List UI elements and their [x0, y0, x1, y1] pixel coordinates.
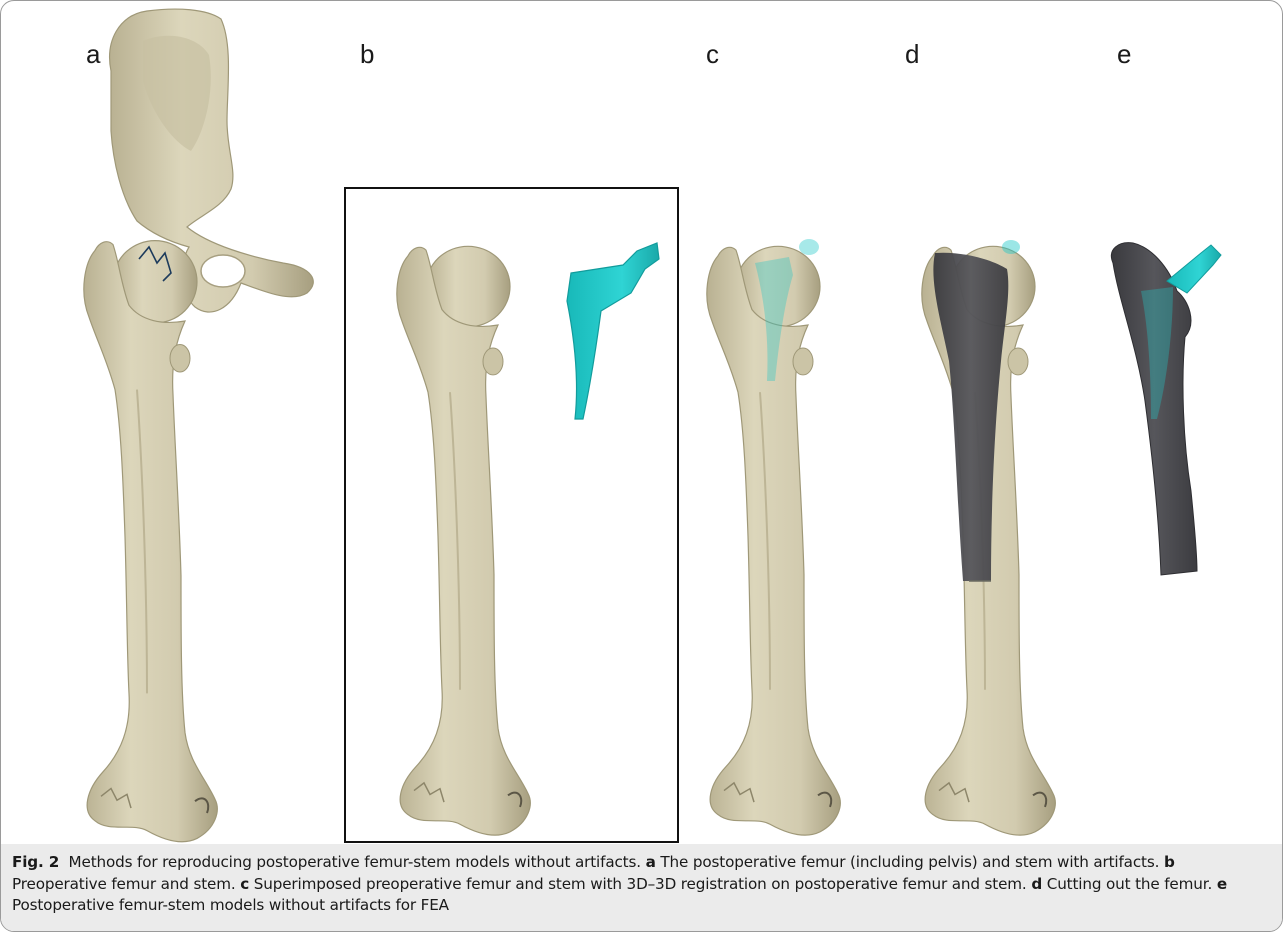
panel-e-label: e [1117, 39, 1131, 70]
caption-e-label: e [1217, 875, 1227, 893]
panel-a-label: a [86, 39, 100, 70]
figure-caption: Fig. 2 Methods for reproducing postopera… [12, 852, 1274, 917]
caption-c-label: c [240, 875, 249, 893]
caption-b-text: Preoperative femur and stem. [12, 875, 236, 893]
panel-b-label: b [360, 39, 374, 70]
caption-e-text: Postoperative femur-stem models without … [12, 896, 449, 914]
caption-d-text: Cutting out the femur. [1047, 875, 1212, 893]
panel-c-label: c [706, 39, 719, 70]
panel-d-label: d [905, 39, 919, 70]
caption-d-label: d [1031, 875, 1042, 893]
caption-a-text: The postoperative femur (including pelvi… [660, 853, 1159, 871]
panel-d-model [922, 240, 1055, 835]
panel-e-model [1111, 243, 1221, 575]
caption-intro: Methods for reproducing postoperative fe… [69, 853, 641, 871]
caption-b-label: b [1164, 853, 1175, 871]
caption-a-label: a [646, 853, 656, 871]
panel-a-model [84, 9, 313, 842]
figure-artwork [1, 1, 1283, 844]
caption-c-text: Superimposed preoperative femur and stem… [254, 875, 1027, 893]
panel-b-stem [567, 243, 659, 419]
panel-b-femur [397, 246, 530, 835]
panel-c-model [707, 239, 840, 835]
caption-fig-label: Fig. 2 [12, 853, 59, 871]
